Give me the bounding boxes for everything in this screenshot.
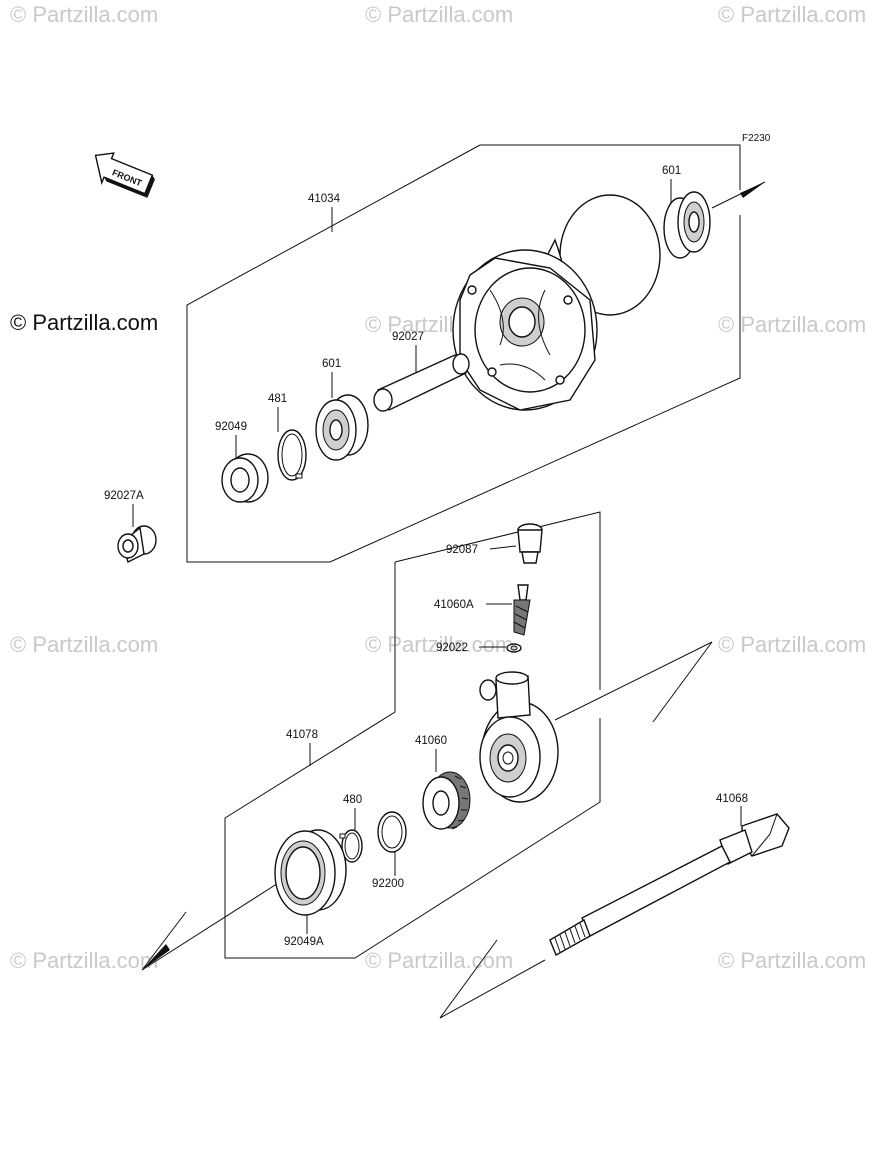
watermark: © Partzilla.com bbox=[10, 948, 159, 973]
hub-assembly-group: 41034 601 92027 601 481 92049 bbox=[186, 144, 766, 563]
watermark: © Partzilla.com bbox=[10, 2, 159, 27]
label-92200: 92200 bbox=[372, 878, 404, 890]
label-92027A: 92027A bbox=[104, 490, 144, 502]
label-92087: 92087 bbox=[446, 544, 478, 556]
brand-watermark: © Partzilla.com bbox=[10, 310, 159, 335]
cap-92087[interactable] bbox=[517, 523, 543, 564]
pinion-41060A[interactable] bbox=[513, 584, 531, 636]
oil-seal-92049[interactable] bbox=[221, 453, 269, 503]
label-41060: 41060 bbox=[415, 735, 447, 747]
watermark: © Partzilla.com bbox=[365, 2, 514, 27]
label-92049: 92049 bbox=[215, 421, 247, 433]
group-outline bbox=[224, 562, 601, 959]
diagram-code: F2230 bbox=[742, 133, 771, 144]
label-41060A: 41060A bbox=[434, 599, 474, 611]
label-92049A: 92049A bbox=[284, 936, 324, 948]
axle-41068[interactable]: 41068 bbox=[439, 793, 790, 1019]
front-hub[interactable] bbox=[452, 194, 661, 411]
watermark: © Partzilla.com bbox=[718, 2, 867, 27]
bearing-601-left[interactable] bbox=[315, 394, 369, 461]
label-480: 480 bbox=[343, 794, 362, 806]
label-601-left: 601 bbox=[322, 358, 341, 370]
label-601-right: 601 bbox=[662, 165, 681, 177]
watermark: © Partzilla.com bbox=[10, 632, 159, 657]
watermark: © Partzilla.com bbox=[718, 312, 867, 337]
oil-seal-92049A[interactable] bbox=[274, 829, 347, 916]
group-outline bbox=[480, 144, 741, 190]
collar-92027A[interactable]: 92027A bbox=[104, 490, 157, 563]
label-481: 481 bbox=[268, 393, 287, 405]
watermark: © Partzilla.com bbox=[365, 632, 514, 657]
washer-92022[interactable] bbox=[506, 643, 522, 653]
watermark: © Partzilla.com bbox=[718, 632, 867, 657]
meter-gear-group: 92087 41060A 92022 41078 41060 480 92200… bbox=[141, 511, 713, 971]
label-92027: 92027 bbox=[392, 331, 424, 343]
circlip-480[interactable] bbox=[339, 829, 363, 863]
meter-gear-housing[interactable] bbox=[479, 671, 559, 803]
front-arrow-icon: FRONT bbox=[94, 152, 155, 198]
watermark: © Partzilla.com bbox=[718, 948, 867, 973]
circlip-481[interactable] bbox=[277, 429, 307, 481]
bearing-601-right[interactable] bbox=[663, 191, 711, 259]
label-41034: 41034 bbox=[308, 193, 341, 205]
label-92022: 92022 bbox=[436, 642, 468, 654]
washer-92200[interactable] bbox=[377, 811, 407, 853]
label-41078: 41078 bbox=[286, 729, 318, 741]
label-41068: 41068 bbox=[716, 793, 748, 805]
spacer-92027[interactable] bbox=[373, 353, 470, 412]
gear-41060[interactable] bbox=[422, 771, 471, 830]
